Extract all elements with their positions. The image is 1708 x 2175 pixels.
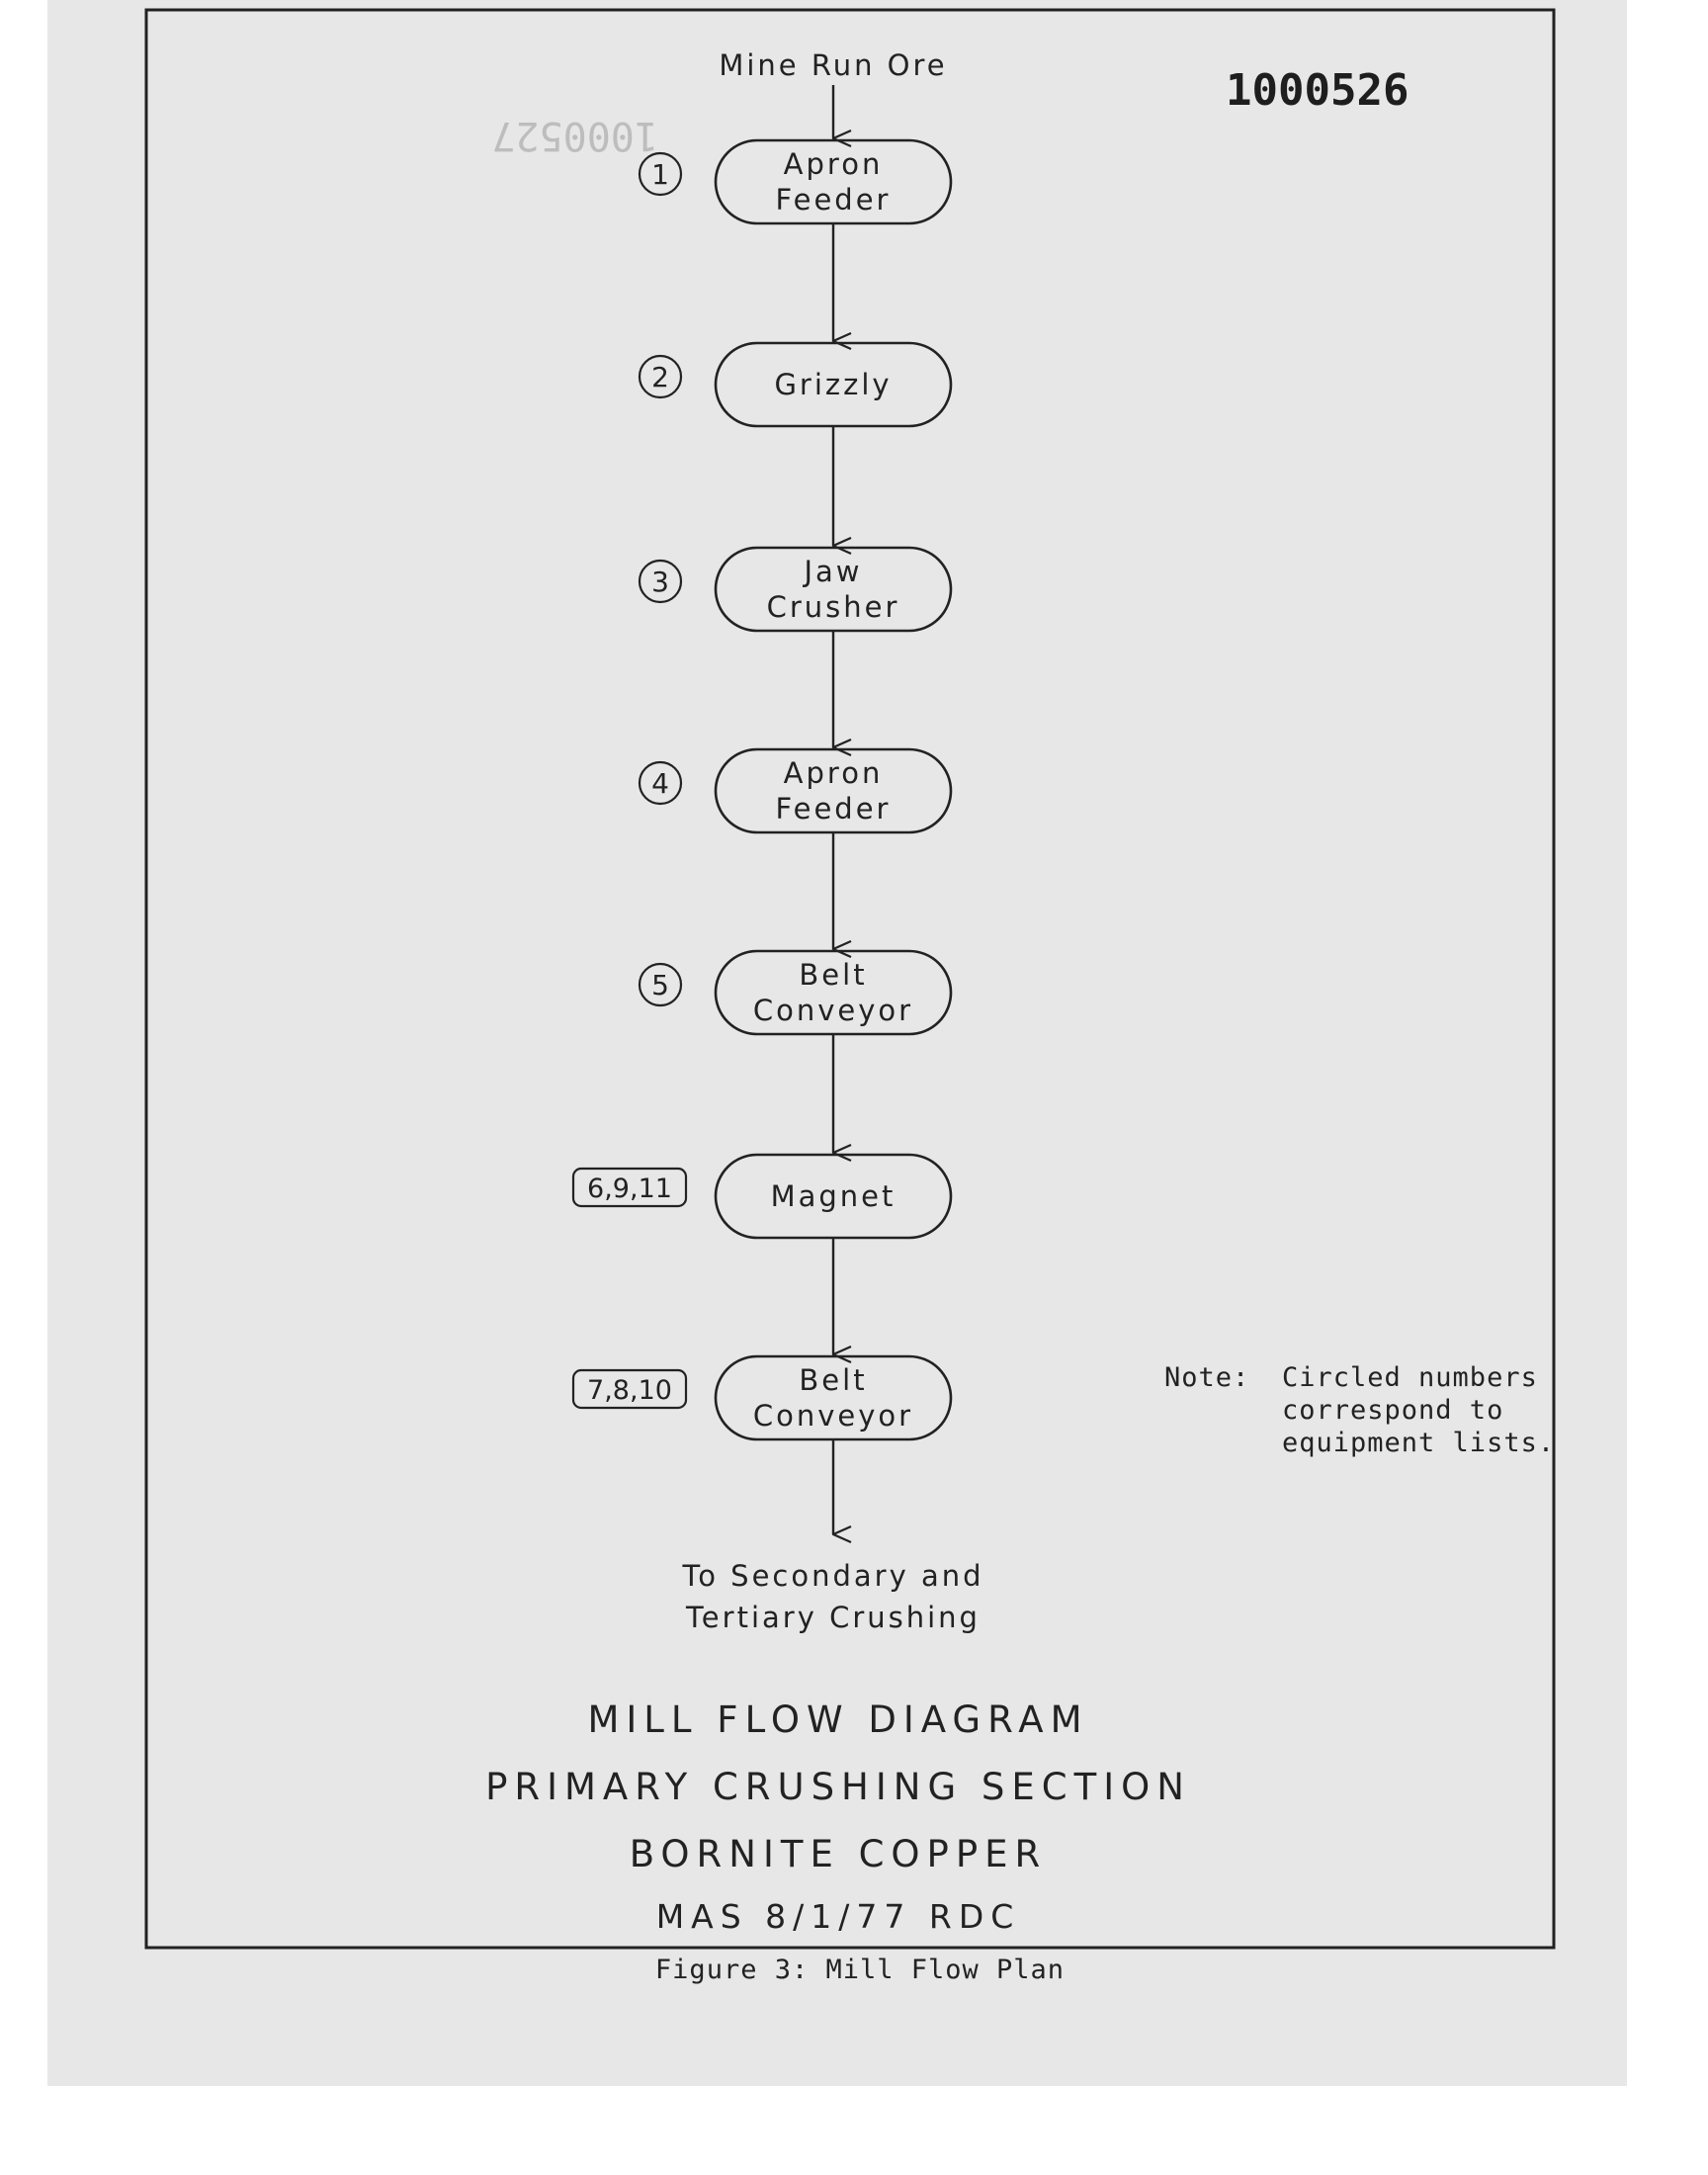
flow-nodes: ApronFeeder1Grizzly2JawCrusher3ApronFeed… bbox=[571, 85, 953, 1534]
process-label: Jaw bbox=[802, 555, 862, 588]
flow-node-2: Grizzly 2 bbox=[638, 341, 953, 428]
note-label: Note: bbox=[1164, 1362, 1249, 1393]
equipment-numbers: 6,9,11 bbox=[587, 1174, 672, 1204]
title-line-1: MILL FLOW DIAGRAM bbox=[587, 1698, 1088, 1741]
drawing-border bbox=[144, 8, 1556, 1950]
ghost-stamp-number: 1000527 bbox=[491, 113, 658, 158]
process-label: Belt bbox=[799, 958, 867, 992]
output-label-line-2: Tertiary Crushing bbox=[685, 1601, 981, 1634]
input-label: Mine Run Ore bbox=[719, 48, 947, 82]
process-label: Apron bbox=[784, 147, 884, 181]
equipment-number: 5 bbox=[651, 969, 669, 1001]
process-label: Crusher bbox=[767, 590, 900, 624]
title-line-4: MAS 8/1/77 RDC bbox=[656, 1897, 1021, 1936]
process-label: Conveyor bbox=[753, 1399, 913, 1433]
equipment-number-circle bbox=[638, 760, 683, 806]
process-label: Feeder bbox=[776, 183, 892, 217]
title-line-3: BORNITE COPPER bbox=[630, 1833, 1048, 1875]
process-label: Magnet bbox=[771, 1179, 897, 1213]
equipment-number-circle bbox=[638, 962, 683, 1007]
flow-node-6: Magnet 6,9,11 bbox=[571, 1153, 953, 1240]
stamp-number: 1000526 bbox=[1226, 65, 1409, 116]
equipment-number-circle bbox=[638, 151, 683, 197]
equipment-number-circle bbox=[638, 559, 683, 604]
process-label: Apron bbox=[784, 756, 884, 790]
equipment-number-box bbox=[571, 1368, 688, 1410]
note-line-2: correspond to bbox=[1282, 1395, 1503, 1426]
equipment-number: 4 bbox=[651, 767, 669, 800]
process-label: Feeder bbox=[776, 792, 892, 826]
note-line-3: equipment lists. bbox=[1282, 1428, 1555, 1458]
equipment-number: 3 bbox=[651, 566, 669, 598]
equipment-numbers: 7,8,10 bbox=[587, 1375, 672, 1406]
process-label: Conveyor bbox=[753, 994, 913, 1027]
title-line-2: PRIMARY CRUSHING SECTION bbox=[485, 1766, 1191, 1808]
equipment-number: 2 bbox=[651, 361, 669, 393]
process-label: Grizzly bbox=[774, 368, 892, 401]
output-label-line-1: To Secondary and bbox=[681, 1559, 983, 1593]
equipment-number-circle bbox=[638, 354, 683, 399]
process-label: Belt bbox=[799, 1363, 867, 1397]
note-line-1: Circled numbers bbox=[1282, 1362, 1538, 1393]
equipment-number-box bbox=[571, 1167, 688, 1208]
equipment-number: 1 bbox=[651, 158, 669, 191]
figure-caption: Figure 3: Mill Flow Plan bbox=[655, 1955, 1065, 1985]
